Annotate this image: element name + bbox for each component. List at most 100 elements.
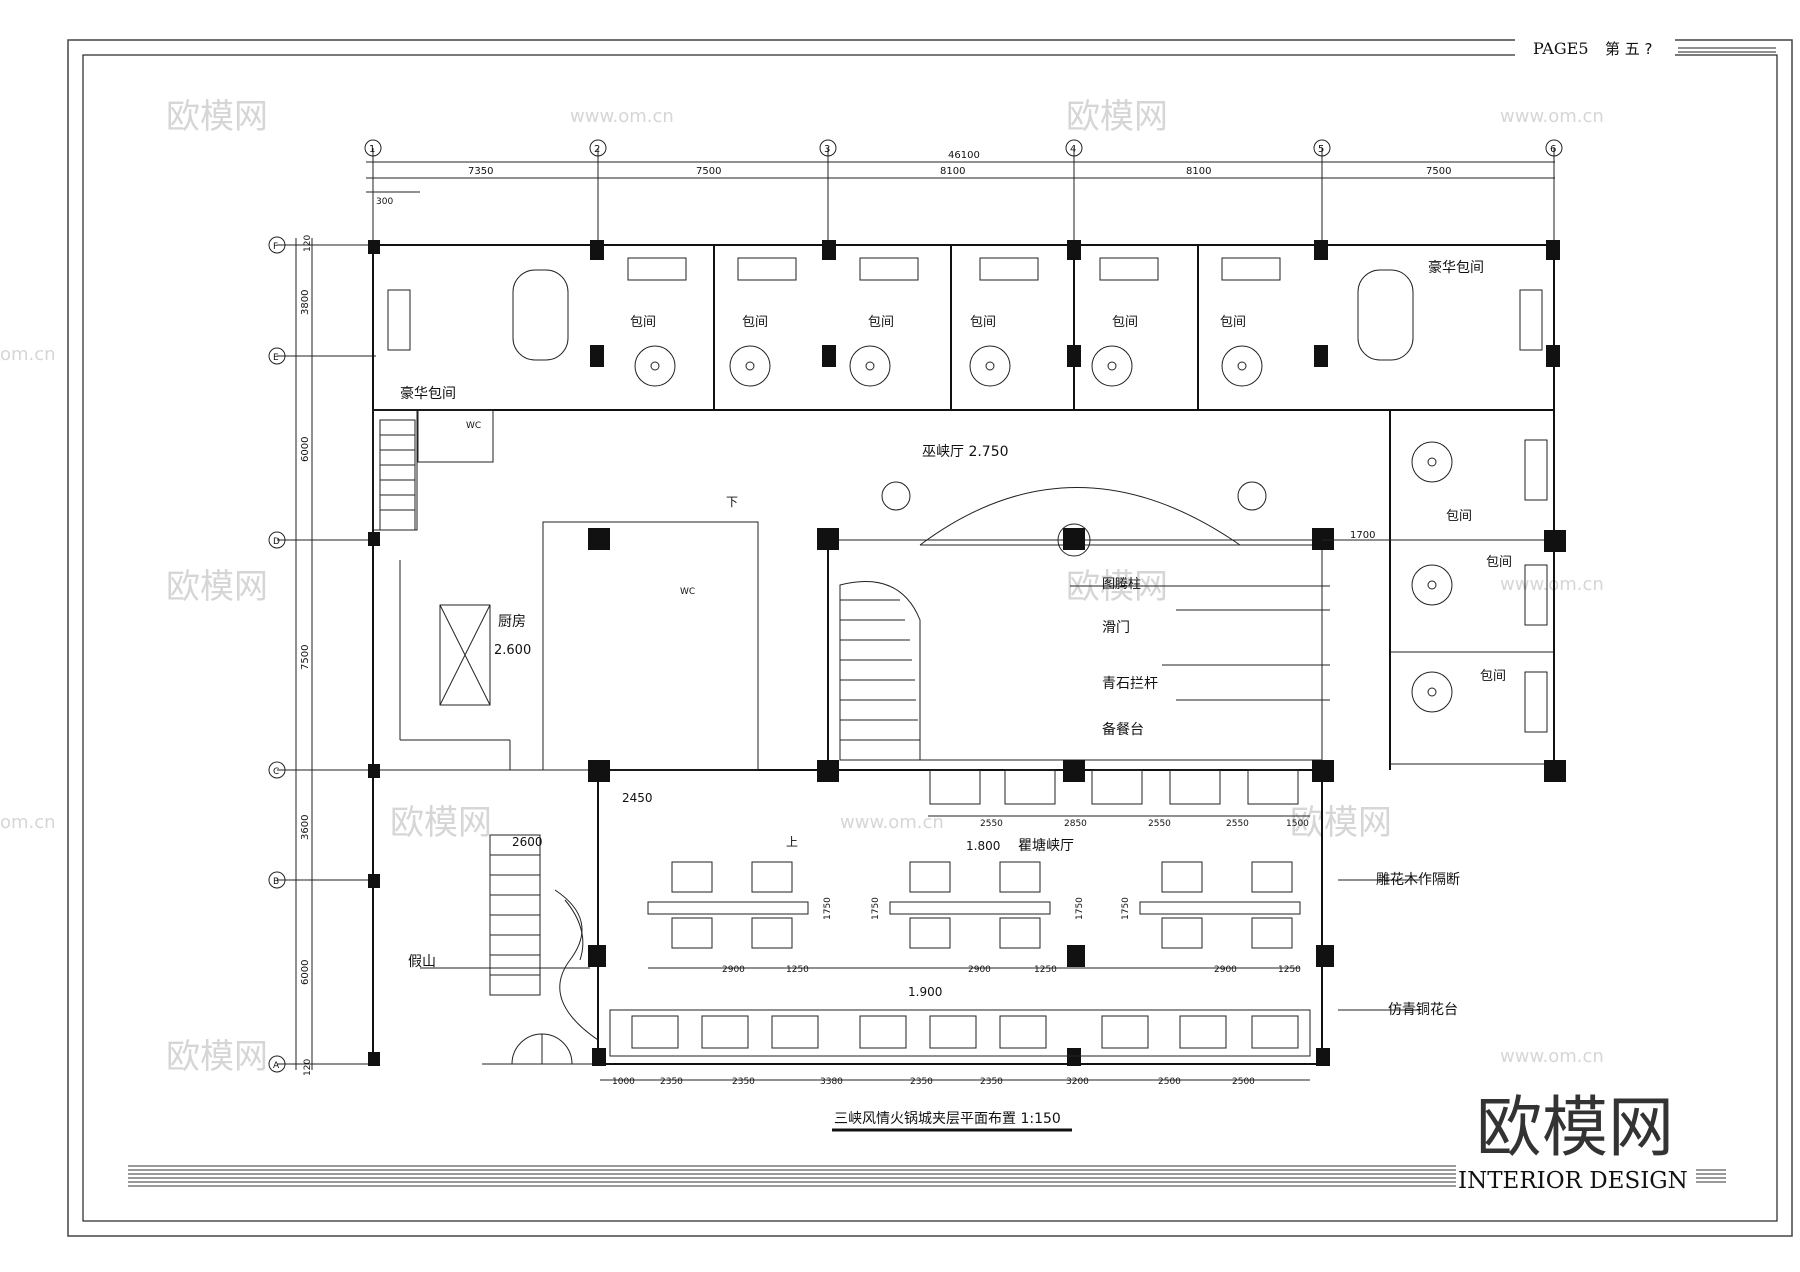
watermark-logo: 欧模网 (390, 803, 492, 843)
axis-label: 2 (594, 144, 600, 155)
round-tables (512, 269, 1453, 713)
svg-text:2350: 2350 (910, 1077, 933, 1087)
svg-text:1000: 1000 (612, 1077, 635, 1087)
left-dimensions: F E D C B A 120 3800 6000 7500 3600 6000… (268, 235, 376, 1076)
dimension: 7350 (468, 166, 493, 177)
top-axis-bubbles: 1 2 3 4 5 6 (364, 139, 1563, 157)
svg-text:1750: 1750 (871, 897, 881, 920)
watermark-logo: 欧模网 (166, 97, 268, 137)
building-walls (372, 244, 1555, 1065)
private-room-label: 包间 (1446, 509, 1472, 524)
private-room-label: 包间 (742, 315, 768, 330)
wuxia-hall-label: 巫峡厅 2.750 (922, 444, 1009, 460)
dimension: 300 (376, 197, 393, 207)
watermark-url: www.om.cn (1500, 574, 1604, 595)
dimension: 7500 (300, 645, 311, 670)
dimension: 6000 (300, 437, 311, 462)
axis-label: A (273, 1061, 280, 1071)
svg-text:2500: 2500 (1158, 1077, 1181, 1087)
page-label: PAGE5 (1533, 39, 1589, 58)
watermark-url: www.om.cn (840, 812, 944, 833)
svg-text:2500: 2500 (1232, 1077, 1255, 1087)
svg-text:3200: 3200 (1066, 1077, 1089, 1087)
brand-logo: 欧模网 (1476, 1089, 1674, 1166)
stair-up-label: 上 (786, 835, 798, 849)
dimension: 6000 (300, 960, 311, 985)
kitchen-level: 2.600 (494, 643, 531, 658)
watermark-url: www.om.cn (1500, 106, 1604, 127)
svg-text:1750: 1750 (1075, 897, 1085, 920)
kitchen-label: 厨房 (498, 614, 526, 630)
level-label: 1.900 (908, 985, 942, 999)
drawing-title: 三峡风情火锅城夹层平面布置 1:150 (834, 1111, 1061, 1127)
top-dimensions: 1 2 3 4 5 6 46100 7350 7500 8100 8100 75… (364, 139, 1563, 245)
watermark-url: www.om.cn (1500, 1046, 1604, 1067)
wc-label: WC (680, 587, 695, 597)
axis-label: 6 (1550, 144, 1556, 155)
sofas (387, 257, 1548, 733)
private-room-label: 包间 (1480, 669, 1506, 684)
private-room-label: 包间 (1112, 315, 1138, 330)
axis-label: C (273, 767, 279, 777)
dimension: 3800 (300, 290, 311, 315)
page-chinese: 第 五 ? (1605, 40, 1653, 58)
level-label: 2600 (512, 835, 543, 849)
axis-label: 3 (824, 144, 830, 155)
svg-text:2550: 2550 (980, 819, 1003, 829)
svg-text:2350: 2350 (660, 1077, 683, 1087)
axis-label: F (273, 242, 278, 252)
wc-label: WC (466, 421, 481, 431)
dimension: 8100 (1186, 166, 1211, 177)
svg-text:2850: 2850 (1064, 819, 1087, 829)
dimension: 7500 (696, 166, 721, 177)
stone-rail-label: 青石拦杆 (1102, 676, 1158, 692)
dimension: 8100 (940, 166, 965, 177)
room-labels: 豪华包间 豪华包间 包间 包间 包间 包间 包间 包间 包间 包间 包间 WC … (400, 260, 1512, 1018)
level-label: 2450 (622, 791, 653, 805)
qutang-hall-label: 瞿塘峡厅 (1018, 838, 1074, 854)
dimension-numbers: 2550 2850 2550 2550 1500 2900 1250 2900 … (612, 819, 1309, 1087)
svg-text:3380: 3380 (820, 1077, 843, 1087)
svg-text:1250: 1250 (1034, 965, 1057, 975)
watermark-logo: 欧模网 (1066, 567, 1168, 607)
dimension: 7500 (1426, 166, 1451, 177)
private-room-label: 包间 (630, 315, 656, 330)
stair-down-label: 下 (726, 495, 738, 509)
bronze-planter-label: 仿青铜花台 (1388, 1002, 1458, 1018)
watermark-logo: 欧模网 (166, 1037, 268, 1077)
bottom-band (128, 1165, 1726, 1187)
private-room-label: 包间 (970, 315, 996, 330)
totem-label: 图腾柱 (1102, 576, 1141, 592)
rockery-label: 假山 (408, 954, 436, 970)
axis-label: 4 (1070, 144, 1076, 155)
dimension: 3600 (300, 815, 311, 840)
private-room-label: 包间 (1220, 315, 1246, 330)
dimension: 120 (303, 235, 313, 252)
watermark-url: www.om.cn (570, 106, 674, 127)
svg-text:1750: 1750 (823, 897, 833, 920)
private-room-label: 包间 (868, 315, 894, 330)
axis-label: 1 (369, 144, 375, 155)
axis-label: D (273, 537, 280, 547)
level-label: 1.800 (966, 839, 1000, 853)
svg-text:2550: 2550 (1226, 819, 1249, 829)
svg-text:2350: 2350 (980, 1077, 1003, 1087)
axis-label: E (273, 353, 279, 363)
svg-text:2900: 2900 (968, 965, 991, 975)
svg-text:1250: 1250 (1278, 965, 1301, 975)
watermark-logo: 欧模网 (166, 567, 268, 607)
svg-text:1250: 1250 (786, 965, 809, 975)
dimension: 120 (303, 1059, 313, 1076)
svg-text:2550: 2550 (1148, 819, 1171, 829)
sliding-door-label: 滑门 (1102, 619, 1130, 636)
svg-text:2900: 2900 (1214, 965, 1237, 975)
luxury-room-label: 豪华包间 (400, 386, 456, 402)
dimension-label: 1700 (1350, 530, 1375, 541)
watermark-partial: om.cn (0, 812, 56, 833)
watermarks: 欧模网 www.om.cn 欧模网 www.om.cn om.cn 欧模网 欧模… (0, 97, 1604, 1077)
overall-dimension: 46100 (948, 150, 980, 161)
watermark-logo: 欧模网 (1290, 803, 1392, 843)
luxury-room-label: 豪华包间 (1428, 260, 1484, 276)
inner-border (82, 54, 1778, 1222)
